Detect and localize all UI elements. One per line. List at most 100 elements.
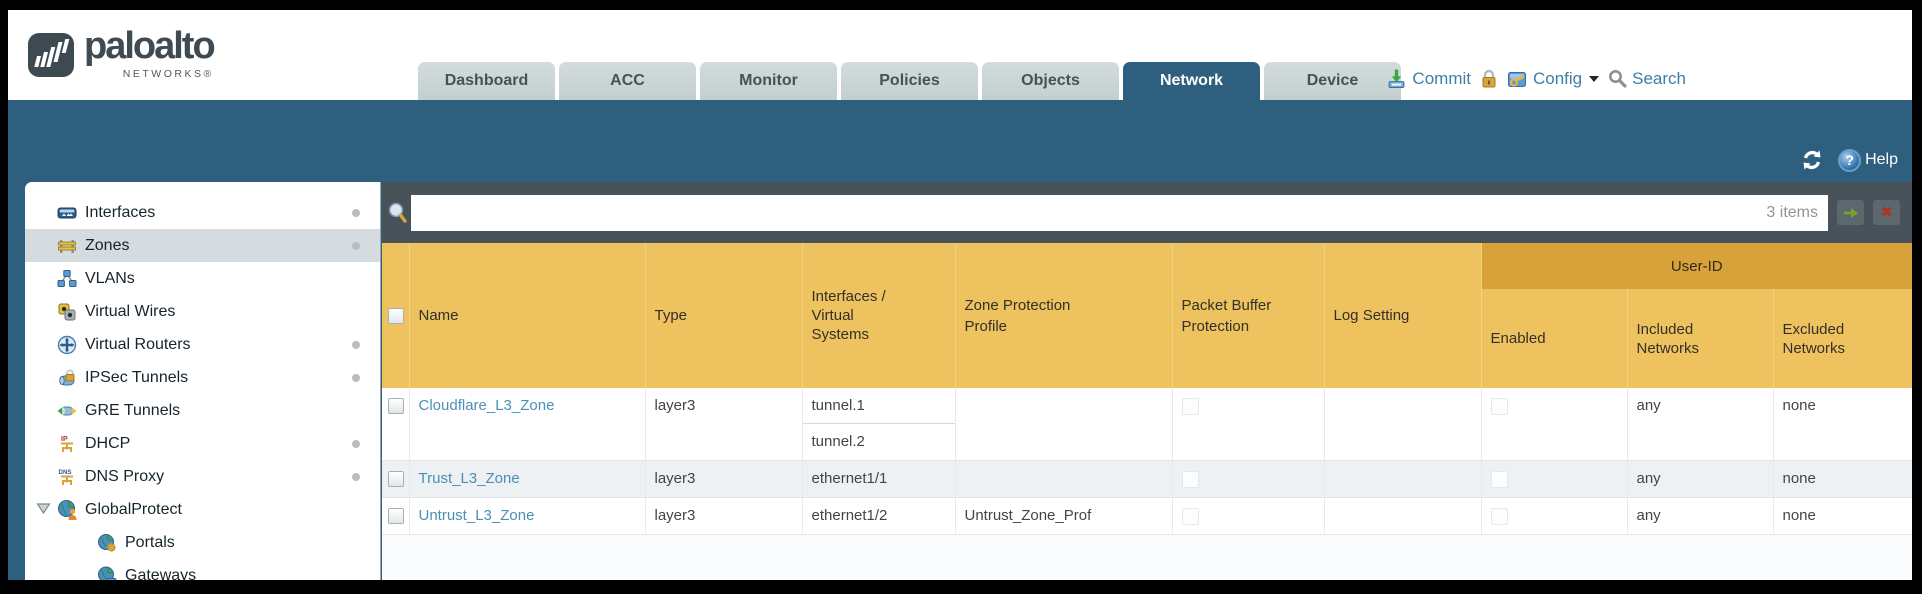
column-header-name[interactable]: Name: [409, 243, 646, 388]
portals-icon: [96, 532, 118, 554]
column-group-user-id: User-ID: [1481, 243, 1912, 289]
column-header-zone-protection-profile[interactable]: Zone Protection Profile: [955, 243, 1173, 388]
status-dot: [352, 374, 360, 382]
config-menu[interactable]: Config: [1507, 69, 1600, 89]
sidebar-item-interfaces[interactable]: Interfaces: [25, 196, 380, 229]
column-header-included-networks[interactable]: Included Networks: [1627, 289, 1774, 388]
items-count-label: 3 items: [1766, 203, 1818, 221]
header-actions: Commit Config: [1386, 68, 1686, 89]
sidebar-item-portals[interactable]: Portals: [25, 526, 380, 559]
ipsec-tunnels-icon: [56, 367, 78, 389]
sidebar-item-globalprotect[interactable]: GlobalProtect: [25, 493, 380, 526]
table-row: Cloudflare_L3_Zone layer3 tunnel.1 tunne…: [382, 388, 1912, 461]
included-networks: any: [1627, 497, 1774, 535]
expander-triangle-icon[interactable]: [36, 501, 51, 520]
column-header-type[interactable]: Type: [645, 243, 803, 388]
virtual-wires-icon: [56, 301, 78, 323]
excluded-networks: none: [1773, 388, 1912, 461]
filter-input[interactable]: [421, 204, 1767, 221]
status-dot: [352, 341, 360, 349]
commit-icon: [1389, 69, 1405, 88]
status-dot: [352, 209, 360, 217]
sidebar-item-virtual-wires[interactable]: Virtual Wires: [25, 295, 380, 328]
red-x-icon: ✖: [1880, 204, 1893, 221]
user-id-enabled-checkbox[interactable]: [1490, 471, 1508, 488]
filter-search-icon: [388, 202, 407, 223]
commit-button[interactable]: Commit: [1386, 68, 1471, 89]
content-area: Interfaces Zones VLANs Vir: [8, 182, 1912, 580]
zone-interfaces: ethernet1/1: [802, 460, 956, 498]
sidebar-item-label: Virtual Routers: [85, 335, 191, 353]
zone-type: layer3: [645, 388, 803, 461]
sidebar-item-dhcp[interactable]: IP DHCP: [25, 427, 380, 460]
packet-buffer-protection-checkbox[interactable]: [1181, 471, 1199, 488]
sidebar-item-label: VLANs: [85, 269, 135, 287]
clear-filter-button[interactable]: ✖: [1873, 200, 1900, 225]
sidebar-item-gre-tunnels[interactable]: GRE Tunnels: [25, 394, 380, 427]
brand-name: paloalto: [84, 25, 216, 67]
sidebar-item-label: Portals: [125, 533, 175, 551]
globalprotect-icon: [56, 499, 78, 521]
filter-input-wrap: 3 items: [411, 194, 1828, 231]
tab-policies[interactable]: Policies: [841, 62, 978, 100]
tab-dashboard[interactable]: Dashboard: [418, 62, 555, 100]
chevron-down-icon: [1589, 75, 1600, 82]
sidebar-item-dns-proxy[interactable]: DNS DNS Proxy: [25, 460, 380, 493]
row-checkbox[interactable]: [388, 471, 404, 487]
sidebar-item-label: Interfaces: [85, 203, 156, 221]
filter-toolbar: 3 items ✖: [382, 182, 1912, 243]
column-header-enabled[interactable]: Enabled: [1481, 289, 1628, 388]
sidebar-item-label: Gateways: [125, 566, 197, 581]
dhcp-icon: IP: [56, 433, 78, 455]
tab-network[interactable]: Network: [1123, 62, 1260, 100]
sidebar-item-zones[interactable]: Zones: [25, 229, 380, 262]
sidebar-item-vlans[interactable]: VLANs: [25, 262, 380, 295]
sidebar-item-virtual-routers[interactable]: Virtual Routers: [25, 328, 380, 361]
interface-item: tunnel.1: [802, 388, 955, 424]
row-checkbox[interactable]: [388, 398, 404, 414]
table-row: Untrust_L3_Zone layer3 ethernet1/2 Untru…: [382, 497, 1912, 535]
zone-type: layer3: [645, 497, 803, 535]
lock-icon[interactable]: [1480, 69, 1498, 89]
packet-buffer-protection-checkbox[interactable]: [1181, 508, 1199, 525]
sidebar-item-gateways[interactable]: Gateways: [25, 559, 380, 580]
column-header-excluded-networks[interactable]: Excluded Networks: [1773, 289, 1912, 388]
zones-main-panel: 3 items ✖: [382, 182, 1912, 580]
packet-buffer-protection-checkbox[interactable]: [1181, 398, 1199, 415]
refresh-icon[interactable]: [1800, 148, 1824, 172]
sidebar-item-label: DHCP: [85, 434, 131, 452]
user-id-enabled-checkbox[interactable]: [1490, 398, 1508, 415]
user-id-enabled-checkbox[interactable]: [1490, 508, 1508, 525]
zones-table: Name Type Interfaces / Virtual Systems Z…: [382, 243, 1912, 535]
svg-text:IP: IP: [61, 436, 68, 443]
select-all-checkbox[interactable]: [388, 307, 404, 324]
tab-device[interactable]: Device: [1264, 62, 1401, 100]
zone-name-link[interactable]: Cloudflare_L3_Zone: [418, 397, 555, 414]
column-header-interfaces[interactable]: Interfaces / Virtual Systems: [802, 243, 956, 388]
tab-monitor[interactable]: Monitor: [700, 62, 837, 100]
apply-filter-button[interactable]: [1837, 200, 1864, 225]
column-header-packet-buffer-protection[interactable]: Packet Buffer Protection: [1172, 243, 1325, 388]
sidebar-item-ipsec-tunnels[interactable]: IPSec Tunnels: [25, 361, 380, 394]
sidebar-item-label: Zones: [85, 236, 130, 254]
zone-name-link[interactable]: Trust_L3_Zone: [418, 470, 520, 487]
gateways-icon: [96, 565, 118, 580]
log-setting: [1324, 460, 1482, 498]
top-header: paloalto NETWORKS® Dashboard ACC Monitor…: [8, 10, 1912, 100]
help-button[interactable]: ? Help: [1838, 148, 1898, 172]
column-header-log-setting[interactable]: Log Setting: [1324, 243, 1482, 388]
search-button[interactable]: Search: [1608, 69, 1686, 89]
zone-interfaces: ethernet1/2: [802, 497, 956, 535]
row-checkbox[interactable]: [388, 508, 404, 524]
tab-objects[interactable]: Objects: [982, 62, 1119, 100]
sidebar-item-label: DNS Proxy: [85, 467, 165, 485]
excluded-networks: none: [1773, 497, 1912, 535]
zones-icon: [56, 235, 78, 257]
included-networks: any: [1627, 388, 1774, 461]
zone-interfaces: tunnel.1 tunnel.2: [802, 388, 956, 461]
zone-name-link[interactable]: Untrust_L3_Zone: [418, 507, 535, 524]
excluded-networks: none: [1773, 460, 1912, 498]
tab-acc[interactable]: ACC: [559, 62, 696, 100]
sidebar-item-label: GRE Tunnels: [85, 401, 181, 419]
log-setting: [1324, 388, 1482, 461]
